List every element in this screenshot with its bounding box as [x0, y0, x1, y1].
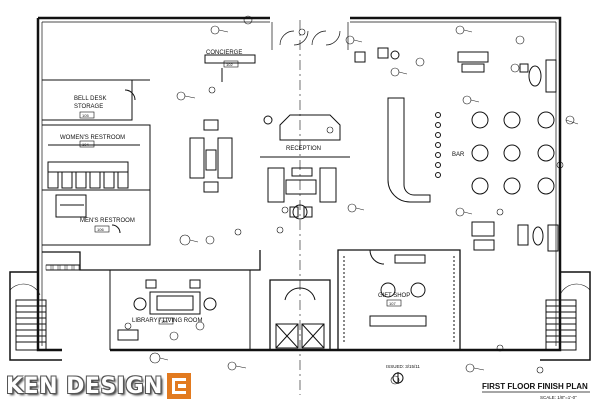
concierge-desk — [204, 47, 489, 82]
right-wing-wall — [540, 271, 591, 361]
north-arrow-icon — [392, 372, 404, 384]
fixture-markers — [124, 15, 575, 385]
logo-text: KEN DESIGN — [6, 373, 163, 399]
room-tag-boxes — [79, 60, 402, 325]
main-entrance-doors — [271, 22, 349, 50]
left-wing-wall — [9, 271, 62, 361]
bell-desk-storage-room — [42, 79, 150, 121]
bar-lounge-right — [471, 59, 559, 252]
logo-mark-icon — [166, 373, 191, 399]
label-bar: BAR — [452, 152, 465, 158]
reception-desk — [260, 114, 350, 158]
right-entry-arc — [559, 283, 591, 296]
label-library: LIBRARY / LIVING ROOM — [132, 318, 202, 324]
label-reception: RECEPTION — [286, 146, 321, 152]
tag-mens: 106 — [97, 227, 104, 232]
ken-design-logo: KEN DESIGN — [6, 370, 191, 402]
left-stair — [15, 299, 47, 351]
tag-storage: 105 — [82, 113, 89, 118]
mens-restroom-room — [42, 189, 151, 246]
corridor-wall — [42, 250, 261, 271]
label-womens-restroom: WOMEN'S RESTROOM — [60, 135, 125, 141]
library-room — [109, 270, 251, 350]
center-seating-group — [267, 167, 337, 220]
bench-slots — [45, 264, 80, 271]
tag-womens: 104 — [82, 142, 89, 147]
left-lounge-group — [189, 119, 233, 193]
tag-gift-shop: 107 — [389, 301, 396, 306]
right-stair — [545, 299, 577, 351]
elevator-core — [269, 279, 331, 351]
label-storage: STORAGE — [74, 104, 103, 110]
label-gift-shop: GIFT SHOP — [378, 293, 410, 299]
outer-wall — [36, 16, 562, 352]
tag-concierge: 102 — [226, 62, 233, 67]
inner-wall-line — [41, 21, 557, 346]
label-bell-desk: BELL DESK — [74, 96, 106, 102]
left-entry-arc — [9, 283, 41, 296]
bar-counter — [387, 97, 441, 203]
sheet-title: FIRST FLOOR FINISH PLAN — [482, 382, 588, 391]
sheet-scale: SCALE: 1/8"=1'-0" — [540, 395, 577, 400]
label-mens-restroom: MEN'S RESTROOM — [80, 218, 135, 224]
gift-shop-room — [337, 249, 461, 351]
fixture-leaders — [159, 29, 579, 371]
tag-library: 109 — [161, 319, 168, 324]
issued-date: ISSUED: 3/15/11 — [386, 364, 420, 369]
bar-tables — [471, 111, 555, 195]
label-concierge: CONCIERGE — [206, 50, 242, 56]
